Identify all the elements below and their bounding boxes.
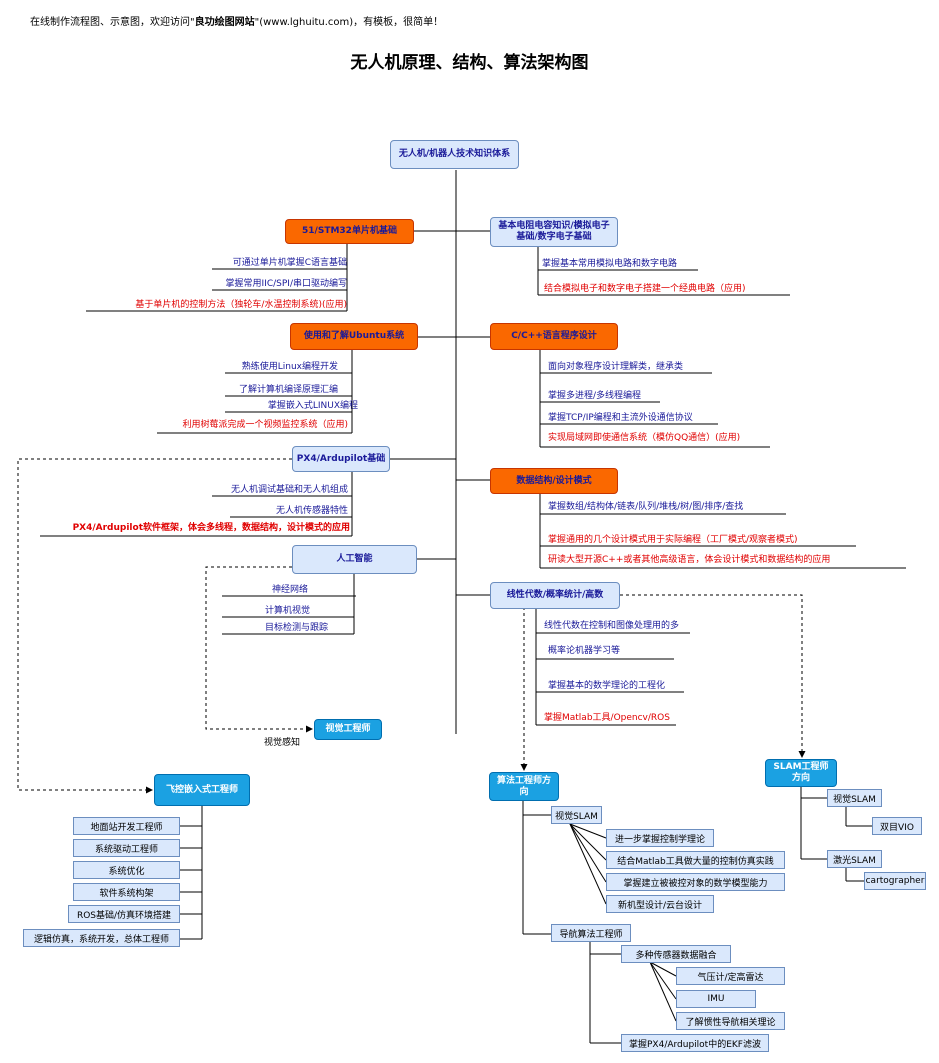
page-title: 无人机原理、结构、算法架构图 <box>350 53 589 73</box>
algorithm-engineer-node: 算法工程师方 向 <box>489 772 559 801</box>
algo-nav-box: 导航算法工程师 <box>551 924 631 942</box>
mcu-item-2: 掌握常用IIC/SPI/串口驱动编写 <box>225 279 347 289</box>
slam-engineer-node: SLAM工程师 方向 <box>765 759 837 787</box>
ai-item-3: 目标检测与跟踪 <box>264 623 328 633</box>
cpp-item-3: 掌握TCP/IP编程和主流外设通信协议 <box>548 413 693 423</box>
px4-item-1: 无人机调试基础和无人机组成 <box>230 485 348 495</box>
ds-item-2: 掌握通用的几个设计模式用于实际编程（工厂模式/观察者模式) <box>548 535 798 545</box>
flight-item-4: 软件系统构架 <box>73 883 180 901</box>
cpp-node: C/C++语言程序设计 <box>490 323 618 350</box>
flight-item-5: ROS基础/仿真环境搭建 <box>68 905 180 923</box>
algo-vslam-item-2: 结合Matlab工具做大量的控制仿真实践 <box>606 851 785 869</box>
algo-vslam-box: 视觉SLAM <box>551 806 602 824</box>
math-item-2: 概率论机器学习等 <box>548 646 621 656</box>
mcu-node: 51/STM32单片机基础 <box>285 219 414 244</box>
algo-vslam-item-1: 进一步掌握控制学理论 <box>606 829 714 847</box>
px4-item-2: 无人机传感器特性 <box>275 506 348 516</box>
mcu-item-1: 可通过单片机掌握C语言基础 <box>232 258 347 268</box>
slam-laser-box: 激光SLAM <box>827 850 882 868</box>
algo-ekf-box: 掌握PX4/Ardupilot中的EKF滤波 <box>621 1034 769 1052</box>
website-note: 在线制作流程图、示意图，欢迎访问"良功绘图网站"(www.lghuitu.com… <box>30 17 444 28</box>
ubuntu-item-4: 利用树莓派完成一个视频监控系统（应用) <box>182 420 348 430</box>
algo-vslam-item-4: 新机型设计/云台设计 <box>606 895 714 913</box>
cpp-item-1: 面向对象程序设计理解类，继承类 <box>548 362 684 372</box>
ds-node: 数据结构/设计模式 <box>490 468 618 494</box>
math-item-3: 掌握基本的数学理论的工程化 <box>548 681 666 691</box>
flight-engineer-node: 飞控嵌入式工程师 <box>154 774 250 806</box>
math-item-1: 线性代数在控制和图像处理用的多 <box>544 621 680 631</box>
ubuntu-item-2: 了解计算机编译原理汇编 <box>238 385 338 395</box>
vision-engineer-node: 视觉工程师 <box>314 719 382 740</box>
math-item-4: 掌握Matlab工具/Opencv/ROS <box>544 713 670 723</box>
px4-node: PX4/Ardupilot基础 <box>292 446 390 472</box>
flight-item-1: 地面站开发工程师 <box>73 817 180 835</box>
flight-item-6: 逻辑仿真，系统开发，总体工程师 <box>23 929 180 947</box>
ai-item-1: 神经网络 <box>271 585 308 595</box>
algo-fusion-box: 多种传感器数据融合 <box>621 945 731 963</box>
flight-item-3: 系统优化 <box>73 861 180 879</box>
slam-laser-sub-box: cartographer <box>864 872 926 890</box>
cpp-item-2: 掌握多进程/多线程编程 <box>548 391 642 401</box>
mcu-item-3: 基于单片机的控制方法（独轮车/水温控制系统)(应用) <box>135 300 347 310</box>
math-node: 线性代数/概率统计/高数 <box>490 582 620 609</box>
algo-fusion-item-1: 气压计/定高雷达 <box>676 967 785 985</box>
ai-item-2: 计算机视觉 <box>264 606 310 616</box>
ubuntu-node: 使用和了解Ubuntu系统 <box>290 323 418 350</box>
elec-item-2: 结合模拟电子和数字电子搭建一个经典电路（应用) <box>544 284 746 294</box>
root-node: 无人机/机器人技术知识体系 <box>390 140 519 169</box>
algo-fusion-item-3: 了解惯性导航相关理论 <box>676 1012 785 1030</box>
slam-visual-sub-box: 双目VIO <box>872 817 922 835</box>
vision-edge-label: 视觉感知 <box>264 738 301 748</box>
flight-item-2: 系统驱动工程师 <box>73 839 180 857</box>
ai-node: 人工智能 <box>292 545 417 574</box>
algo-vslam-item-3: 掌握建立被被控对象的数学模型能力 <box>606 873 785 891</box>
algo-fusion-item-2: IMU <box>676 990 756 1008</box>
cpp-item-4: 实现局域网即使通信系统（模仿QQ通信）(应用) <box>548 433 741 443</box>
px4-item-3: PX4/Ardupilot软件框架，体会多线程，数据结构，设计模式的应用 <box>72 523 350 533</box>
electronics-node: 基本电阻电容知识/模拟电子 基础/数字电子基础 <box>490 217 618 247</box>
ubuntu-item-1: 熟练使用Linux编程开发 <box>241 362 338 372</box>
ds-item-3: 研读大型开源C++或者其他高级语言，体会设计模式和数据结构的应用 <box>548 555 831 565</box>
elec-item-1: 掌握基本常用模拟电路和数字电路 <box>542 259 678 269</box>
slam-visual-box: 视觉SLAM <box>827 789 882 807</box>
ubuntu-item-3: 掌握嵌入式LINUX编程 <box>267 401 358 411</box>
ds-item-1: 掌握数组/结构体/链表/队列/堆栈/树/图/排序/查找 <box>548 502 744 512</box>
